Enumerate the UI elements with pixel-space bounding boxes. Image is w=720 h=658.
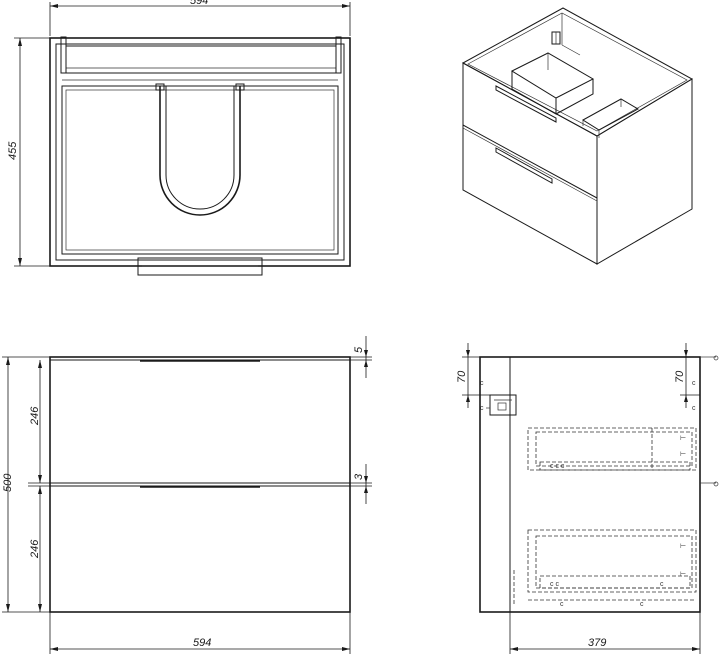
side-depth-dimension: 379: [509, 612, 701, 654]
top-width-dimension: 594: [49, 0, 351, 36]
top-cabinet-outline: [49, 37, 351, 267]
svg-text:c: c: [640, 601, 644, 608]
top-inner-panel: [55, 43, 345, 261]
side-lower-drawer-hidden: c c c c c ⊢ ⊢: [513, 529, 697, 608]
side-left-offset-label: 70: [456, 370, 468, 383]
front-top-gap-dimension: 5: [350, 336, 372, 378]
iso-front-face: [462, 62, 598, 265]
side-cabinet-outline: [479, 356, 701, 613]
top-front-handle: [137, 257, 263, 276]
top-view: 594 455: [7, 0, 351, 276]
iso-drawer-split: [462, 124, 598, 199]
side-view: c c c c c c c ⊢ ⊢ c c c c c ⊢ ⊢: [456, 343, 719, 654]
iso-handle-lower: [495, 147, 553, 184]
svg-text:⊢: ⊢: [680, 543, 686, 550]
front-cabinet-outline: [49, 356, 351, 613]
iso-siphon-notch: [582, 98, 640, 131]
side-upper-drawer-hidden: c c c ⊢ ⊢: [527, 427, 697, 471]
iso-side-face: [596, 78, 693, 265]
side-left-offset-dimension: 70: [456, 343, 490, 408]
front-drawer2-height-label: 246: [29, 539, 41, 559]
side-depth-label: 379: [588, 637, 606, 649]
front-mid-gap-label: 3: [353, 473, 365, 480]
front-width-label: 594: [193, 637, 211, 649]
siphon-cutout: [159, 86, 241, 216]
front-drawer1-height-label: 246: [29, 406, 41, 426]
top-width-label: 594: [190, 0, 208, 7]
svg-text:c: c: [480, 380, 484, 387]
top-drawer-box: [61, 85, 339, 255]
svg-text:c: c: [692, 405, 696, 412]
top-depth-label: 455: [7, 141, 19, 160]
top-back-rail: [65, 45, 337, 74]
top-depth-dimension: 455: [7, 37, 50, 267]
front-view: 5 3 500 246: [2, 336, 372, 654]
front-mid-gap-dimension: 3: [350, 464, 372, 504]
isometric-view: [461, 7, 694, 265]
svg-text:c c: c c: [550, 581, 559, 588]
svg-text:⊢: ⊢: [680, 435, 686, 442]
svg-text:c: c: [560, 601, 564, 608]
svg-text:c: c: [480, 405, 484, 412]
side-right-offset-label: 70: [674, 370, 686, 383]
iso-top-outline: [461, 7, 694, 137]
side-mount-bracket: [486, 394, 517, 416]
front-total-height-label: 500: [2, 473, 14, 492]
front-height-dimensions: 500 246 246: [2, 356, 50, 613]
svg-text:c: c: [692, 380, 696, 387]
front-width-dimension: 594: [49, 612, 351, 654]
svg-text:⊢: ⊢: [680, 571, 686, 578]
front-top-gap-label: 5: [353, 346, 365, 353]
svg-text:c: c: [660, 581, 664, 588]
svg-text:⊢: ⊢: [680, 451, 686, 458]
iso-handle-upper: [495, 85, 557, 123]
iso-drawer-box: [510, 52, 595, 99]
svg-text:c c c: c c c: [550, 463, 565, 470]
side-right-offset-dimension: 70: [674, 343, 700, 408]
